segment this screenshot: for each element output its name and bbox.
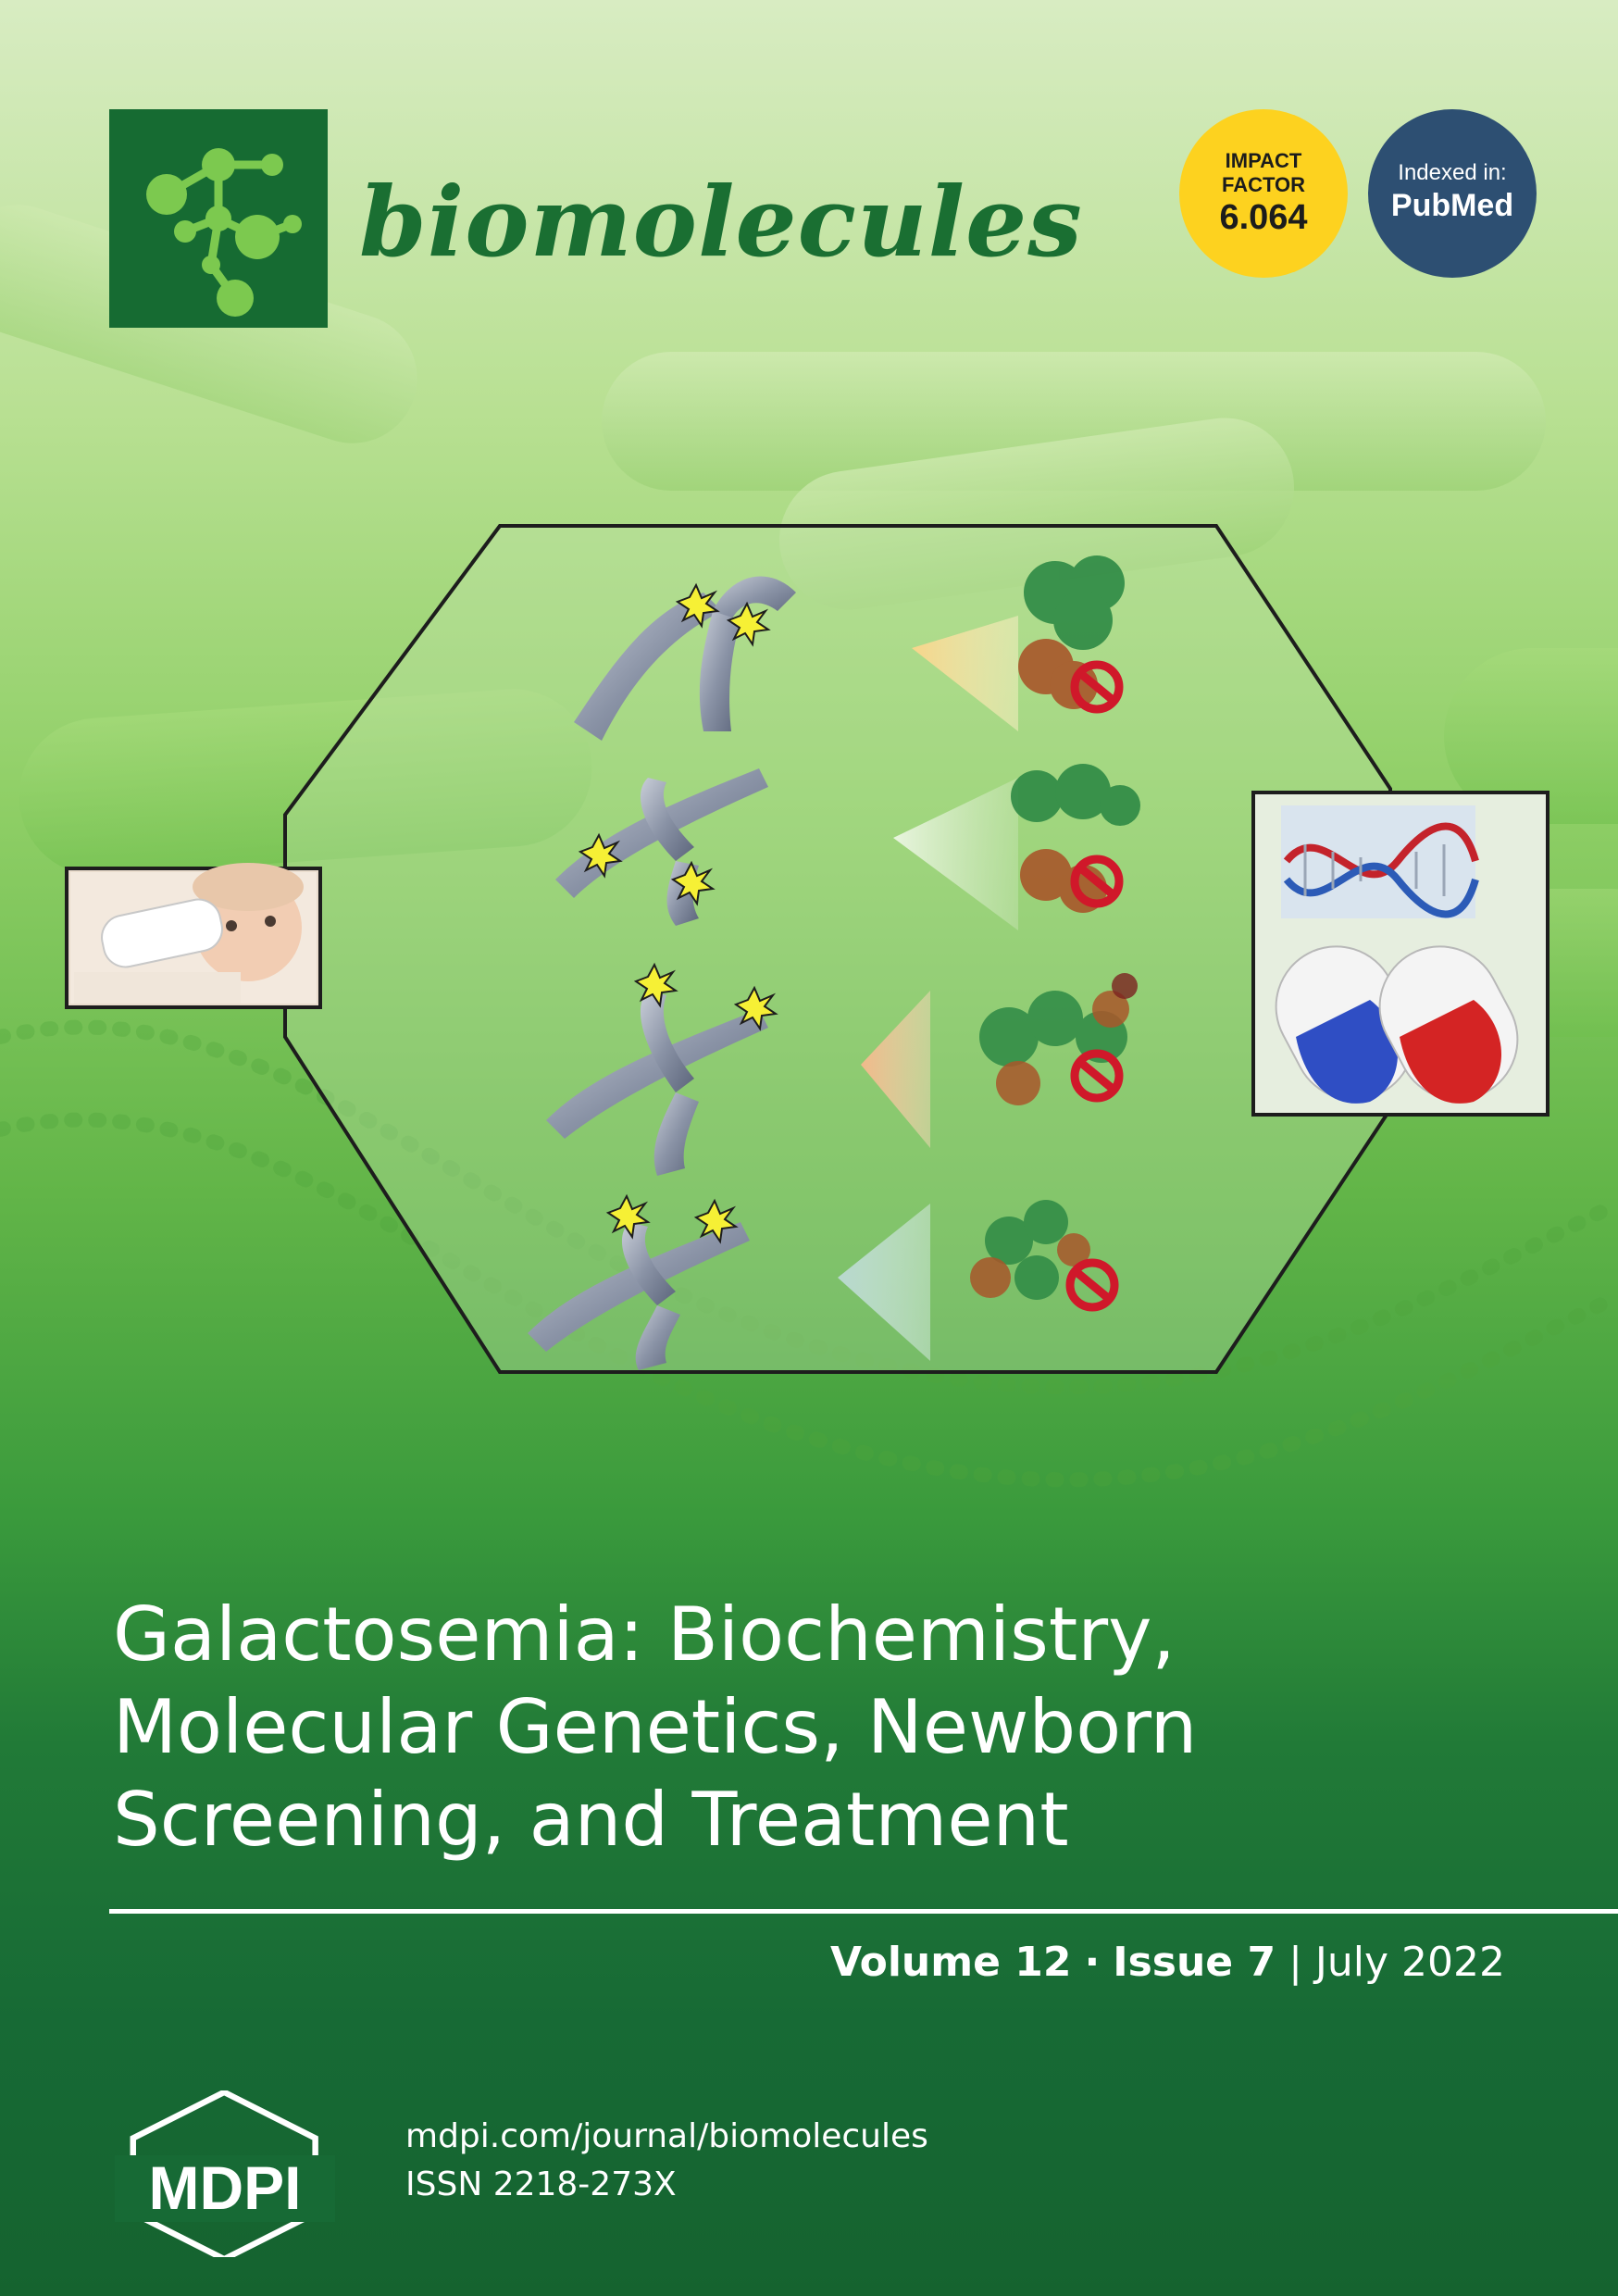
mdpi-hexagon-icon: MDPI	[115, 2089, 335, 2263]
journal-logo	[109, 109, 328, 328]
treatment-photo	[1251, 791, 1550, 1117]
title-line-1: Galactosemia: Biochemistry,	[113, 1591, 1176, 1678]
chromosome-row-2	[555, 764, 1140, 930]
title-line-2: Molecular Genetics, Newborn	[113, 1684, 1198, 1770]
impact-label-line2: FACTOR	[1221, 173, 1306, 196]
issue-date: July 2022	[1314, 1939, 1505, 1986]
mdpi-wordmark: MDPI	[149, 2153, 302, 2222]
issn: ISSN 2218-273X	[405, 2165, 677, 2203]
indexed-value: PubMed	[1390, 188, 1514, 223]
impact-factor-badge: IMPACT FACTOR 6.064	[1179, 109, 1348, 278]
pubmed-badge: Indexed in: PubMed	[1368, 109, 1537, 278]
title-line-3: Screening, and Treatment	[113, 1777, 1069, 1863]
chromosome-row-1	[574, 555, 1125, 741]
divider	[109, 1909, 1618, 1914]
chromosome-row-3	[546, 962, 1138, 1176]
publisher-info: mdpi.com/journal/biomolecules ISSN 2218-…	[405, 2113, 928, 2209]
issue-separator: ·	[1084, 1939, 1101, 1986]
journal-url[interactable]: mdpi.com/journal/biomolecules	[405, 2117, 928, 2155]
volume-label: Volume 12	[829, 1939, 1072, 1986]
indexed-label: Indexed in:	[1398, 160, 1507, 185]
chromosome-row-4	[528, 1193, 1119, 1370]
issue-label: Issue 7	[1113, 1939, 1276, 1986]
impact-label-line1: IMPACT	[1225, 149, 1302, 172]
hexagon-frame	[283, 524, 1392, 1374]
molecule-icon	[146, 148, 302, 317]
cover-title: Galactosemia: Biochemistry, Molecular Ge…	[113, 1589, 1483, 1866]
baby-photo	[65, 863, 322, 1009]
issue-pipe: |	[1288, 1939, 1302, 1986]
issue-info: Volume 12 · Issue 7 | July 2022	[830, 1939, 1505, 1986]
mdpi-logo: MDPI	[109, 2089, 341, 2263]
impact-factor-value: 6.064	[1219, 198, 1308, 237]
journal-title: biomolecules	[359, 165, 1083, 279]
